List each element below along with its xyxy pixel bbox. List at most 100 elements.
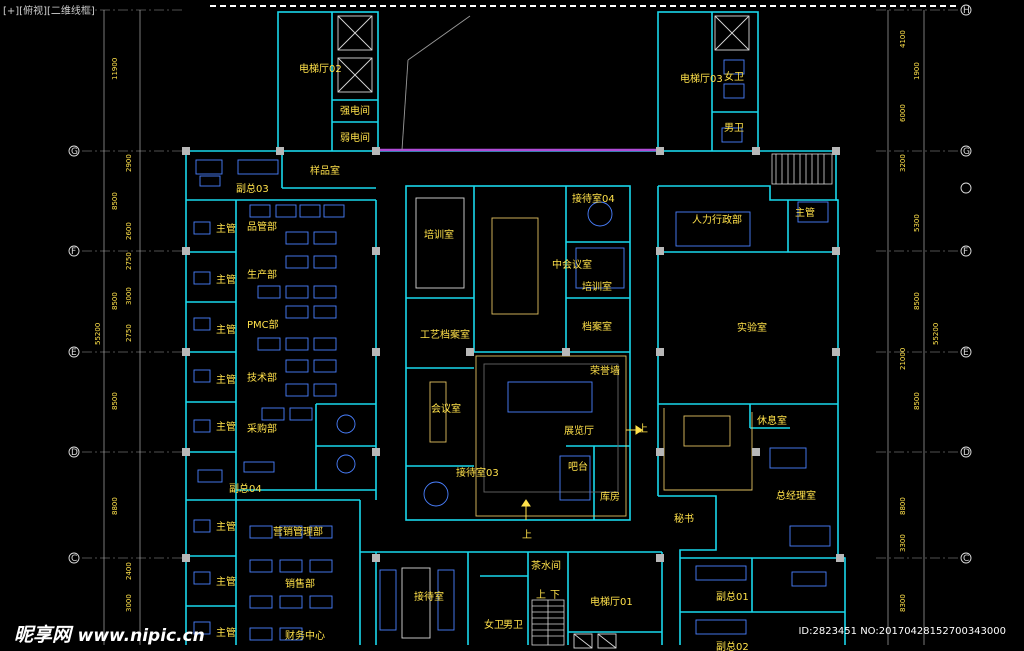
label-tech-dept: 技术部 — [247, 371, 277, 384]
elevator-cars — [337, 15, 750, 649]
svg-text:3300: 3300 — [899, 534, 907, 552]
label-sample-room: 样品室 — [310, 164, 340, 177]
label-reception-03: 接待室03 — [456, 466, 499, 479]
grid-row-c-right: C — [963, 554, 969, 564]
label-weak-elec: 弱电间 — [340, 131, 370, 144]
label-male-wc: 男卫 — [724, 122, 744, 134]
label-archive-2: 档案室 — [582, 320, 612, 333]
label-supervisor-3: 主管 — [216, 323, 236, 336]
svg-text:8800: 8800 — [111, 497, 119, 515]
label-training-room-2: 培训室 — [582, 280, 612, 293]
label-storage: 库房 — [600, 490, 620, 503]
dimension-text-right: 4100 1900 6000 3200 5300 8500 21000 8500… — [899, 30, 940, 612]
watermark-id: ID:2823451 NO:20170428152700343000 — [798, 626, 1006, 637]
watermark-url: www.nipic.cn — [77, 626, 205, 646]
label-supervisor-5: 主管 — [216, 420, 236, 433]
svg-text:3000: 3000 — [125, 287, 133, 305]
svg-text:3000: 3000 — [125, 594, 133, 612]
label-reception-bottom: 接待室 — [414, 590, 444, 603]
label-secretary: 秘书 — [674, 512, 694, 525]
label-pmc-dept: PMC部 — [247, 318, 279, 331]
watermark-site: 昵享网 — [14, 624, 72, 646]
room-labels: 电梯厅02 强电间 弱电间 电梯厅03 女卫 男卫 副总03 样品室 主管 主管… — [216, 62, 816, 651]
svg-text:8500: 8500 — [111, 392, 119, 410]
label-hr-dept: 人力行政部 — [692, 213, 742, 226]
dimension-text-left: 11900 2900 8500 2600 2750 3000 8500 2750… — [94, 58, 133, 612]
grid-bubbles — [68, 4, 972, 564]
svg-text:8500: 8500 — [913, 292, 921, 310]
label-craft-archive: 工艺档案室 — [420, 328, 470, 341]
columns — [182, 147, 844, 562]
svg-text:2600: 2600 — [125, 222, 133, 240]
label-deputy-04: 副总04 — [229, 482, 262, 495]
grid-row-c-left: C — [71, 554, 77, 564]
label-female-wc: 女卫 — [724, 70, 744, 83]
label-elevator-hall-03: 电梯厅03 — [680, 72, 723, 85]
svg-text:21000: 21000 — [899, 348, 907, 370]
label-elevator-hall-02: 电梯厅02 — [299, 62, 342, 75]
label-honor-wall: 荣誉墙 — [590, 364, 620, 377]
svg-text:8500: 8500 — [111, 292, 119, 310]
svg-text:3200: 3200 — [899, 154, 907, 172]
label-deputy-01: 副总01 — [716, 590, 749, 603]
label-finance: 财务中心 — [285, 629, 325, 642]
grid-row-e-left: E — [71, 348, 77, 358]
label-strong-elec: 强电间 — [340, 104, 370, 117]
svg-text:11900: 11900 — [111, 58, 119, 80]
label-down: 下 — [550, 590, 560, 601]
svg-text:6000: 6000 — [899, 104, 907, 122]
label-deputy-03: 副总03 — [236, 182, 269, 195]
svg-text:8800: 8800 — [899, 497, 907, 515]
furniture — [193, 59, 831, 641]
label-exhibition: 展览厅 — [564, 424, 594, 437]
label-sales-mgmt: 营销管理部 — [273, 525, 323, 538]
label-production-dept: 生产部 — [247, 268, 277, 281]
grid-axes — [82, 9, 958, 559]
label-supervisor-2: 主管 — [216, 273, 236, 286]
label-male-wc-2: 男卫 — [503, 619, 523, 631]
label-bar: 吧台 — [568, 460, 588, 473]
svg-text:55200: 55200 — [94, 323, 102, 345]
label-training-room: 培训室 — [424, 228, 454, 241]
svg-text:2750: 2750 — [125, 252, 133, 270]
label-supervisor-r: 主管 — [795, 206, 815, 219]
label-up-3: 上 — [536, 589, 546, 601]
svg-text:8300: 8300 — [899, 594, 907, 612]
svg-text:8500: 8500 — [913, 392, 921, 410]
label-elevator-hall-01: 电梯厅01 — [590, 595, 633, 608]
grid-labels: G F E D C H G F E D C — [71, 6, 970, 564]
grid-row-f-right: F — [963, 247, 968, 257]
label-lounge: 休息室 — [757, 414, 787, 427]
svg-text:1900: 1900 — [913, 62, 921, 80]
svg-text:55200: 55200 — [932, 323, 940, 345]
stairs — [531, 153, 833, 646]
grid-row-d-right: D — [963, 448, 970, 458]
dimension-lines — [103, 10, 925, 645]
svg-text:2900: 2900 — [125, 154, 133, 172]
svg-text:8500: 8500 — [111, 192, 119, 210]
grid-row-g-left: G — [71, 147, 78, 157]
label-up-2: 上 — [522, 529, 532, 541]
label-tea-room: 茶水间 — [531, 559, 561, 572]
label-supervisor-6: 主管 — [216, 520, 236, 533]
label-meeting-room: 会议室 — [431, 402, 461, 415]
label-sales-dept: 销售部 — [285, 577, 315, 590]
label-gm-office: 总经理室 — [776, 489, 816, 502]
svg-text:2750: 2750 — [125, 324, 133, 342]
label-mid-meeting: 中会议室 — [552, 258, 592, 271]
label-supervisor-1: 主管 — [216, 222, 236, 235]
label-purchase-dept: 采购部 — [247, 422, 277, 435]
label-supervisor-4: 主管 — [216, 373, 236, 386]
label-lab: 实验室 — [737, 321, 767, 334]
label-supervisor-8: 主管 — [216, 626, 236, 639]
svg-text:4100: 4100 — [899, 30, 907, 48]
label-deputy-02: 副总02 — [716, 640, 749, 651]
grid-row-h-right: H — [963, 6, 970, 16]
grid-row-e-right: E — [963, 348, 969, 358]
watermark-brand: 昵享网 www.nipic.cn — [14, 620, 205, 647]
direction-arrows — [521, 425, 643, 520]
label-up-1: 上 — [638, 423, 648, 435]
grid-row-g-right: G — [963, 147, 970, 157]
viewport-label: [+][俯视][二维线框] — [3, 6, 95, 17]
